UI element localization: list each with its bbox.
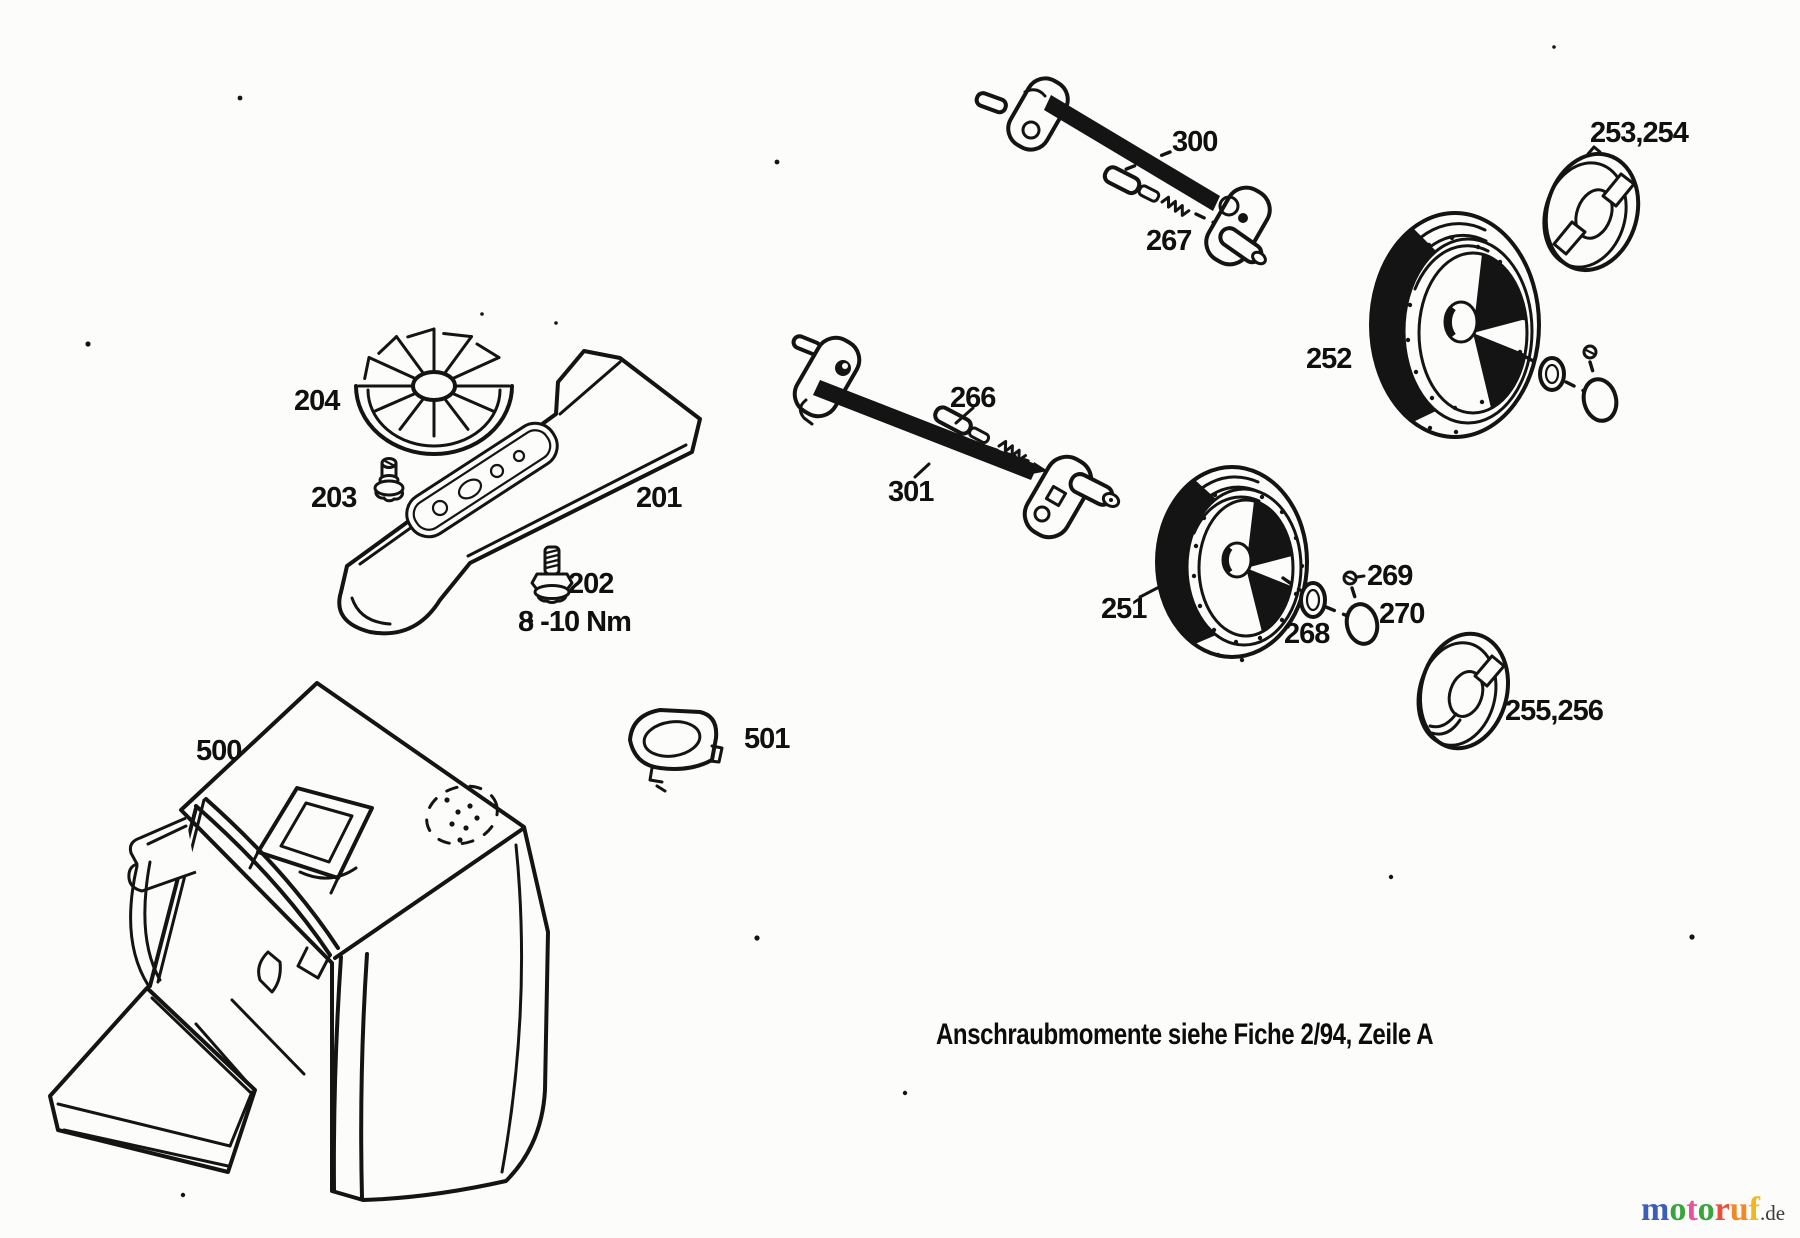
- part-label-253-254: 253,254: [1590, 117, 1689, 149]
- part-label-270: 270: [1379, 598, 1425, 630]
- part-label-501: 501: [744, 723, 790, 755]
- scan-speckles: [85, 45, 1695, 1198]
- axle-assembly-300-drawing: [974, 76, 1272, 267]
- lower-washer-screw-cap-drawing: [1281, 570, 1380, 646]
- watermark-letter: r: [1714, 1191, 1730, 1228]
- wheel-251-drawing: [1138, 465, 1309, 663]
- hubcap-253-254-drawing: [1542, 145, 1641, 273]
- part-label-266: 266: [950, 382, 996, 414]
- watermark-letter: f: [1748, 1191, 1760, 1228]
- part-label-268: 268: [1284, 618, 1330, 650]
- catcher-cap-501-drawing: [628, 708, 724, 793]
- hubcap-255-256-drawing: [1416, 631, 1511, 751]
- axle-assembly-301-drawing: [791, 334, 1121, 540]
- motoruf-watermark-logo[interactable]: motoruf.de: [1641, 1193, 1785, 1227]
- part-label-255-256: 255,256: [1505, 695, 1604, 727]
- part-label-300: 300: [1172, 126, 1218, 158]
- part-label-301: 301: [888, 476, 934, 508]
- upper-washer-screw-cap-drawing: [1524, 344, 1619, 423]
- torque-reference-note: Anschraubmomente siehe Fiche 2/94, Zeile…: [936, 1018, 1434, 1051]
- part-label-201: 201: [636, 482, 682, 514]
- part-label-267: 267: [1146, 225, 1192, 257]
- watermark-suffix: .de: [1760, 1201, 1786, 1225]
- torque-spec-label: 8 -10 Nm: [518, 606, 632, 638]
- blade-bolt-202-drawing: [530, 545, 574, 604]
- wheel-252-drawing: [1369, 211, 1541, 439]
- watermark-letter: u: [1729, 1191, 1749, 1228]
- watermark-letter: o: [1697, 1191, 1715, 1228]
- watermark-letter: t: [1686, 1191, 1698, 1228]
- grass-catcher-500-drawing: [48, 681, 550, 1202]
- blade-201-drawing: [337, 349, 702, 636]
- part-label-500: 500: [196, 735, 242, 767]
- part-label-269: 269: [1367, 560, 1413, 592]
- watermark-letter: o: [1669, 1191, 1687, 1228]
- part-label-251: 251: [1101, 593, 1147, 625]
- fan-impeller-204-drawing: [354, 327, 514, 456]
- part-label-204: 204: [294, 385, 340, 417]
- part-label-252: 252: [1306, 343, 1352, 375]
- part-label-203: 203: [311, 482, 357, 514]
- fan-bolt-203-drawing: [373, 457, 405, 503]
- watermark-letter: m: [1641, 1191, 1670, 1228]
- part-label-202: 202: [568, 568, 614, 600]
